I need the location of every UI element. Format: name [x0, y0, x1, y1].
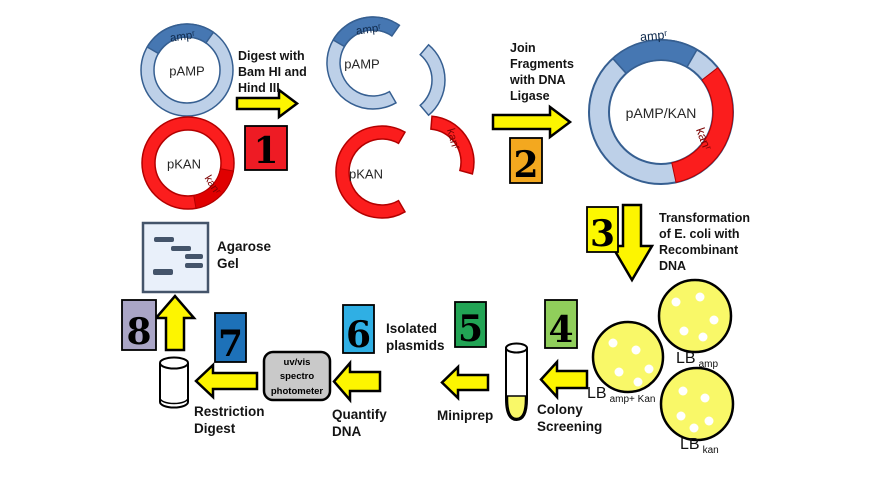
colony-screening-label: Colony Screening	[537, 402, 603, 435]
step8-number-box	[121, 299, 157, 351]
tube-liquid	[506, 395, 527, 420]
lb-amp-kan-plate	[591, 320, 665, 394]
pampkan-amp-segment	[611, 39, 699, 75]
pampkan-kan-segment	[671, 66, 734, 183]
lb-amp-sub: amp	[698, 359, 719, 370]
lb-amp-kan-main: LB	[587, 385, 607, 402]
pkan-cut-plasmid	[335, 115, 475, 219]
step5-number: 5	[458, 308, 483, 350]
kan-fragment	[430, 115, 475, 175]
step6-number: 6	[346, 314, 371, 356]
lb-amp-kan-sub: amp+ Kan	[609, 394, 656, 405]
isolated-plasmids-label: Isolated plasmids	[386, 321, 445, 354]
test-tube	[505, 342, 528, 422]
gel-bands	[153, 237, 203, 275]
quantify-arrow-icon	[332, 359, 382, 404]
spectrophotometer	[262, 350, 332, 402]
pampkan-plasmid	[588, 39, 734, 185]
step3-number: 3	[590, 213, 615, 255]
agarose-gel	[141, 221, 210, 294]
ligate-arrow-icon	[491, 104, 573, 140]
pkan-cut-ring	[335, 125, 407, 219]
step3-number-box	[586, 206, 619, 253]
step1-number: 1	[253, 130, 278, 172]
lb-amp-plate	[657, 278, 733, 354]
lb-kan-sub: kan	[702, 445, 719, 456]
ligate-label: Join Fragments with DNA Ligase	[510, 41, 574, 103]
step2-number-box	[509, 137, 543, 184]
transformation-arrow-icon	[609, 203, 655, 283]
quantify-dna-label: Quantify DNA	[332, 407, 387, 440]
lb-kan-plate	[659, 366, 735, 442]
colonies	[608, 292, 719, 433]
step8-number: 8	[126, 311, 151, 353]
miniprep-label: Miniprep	[437, 408, 494, 423]
colony-screening-arrow-icon	[539, 358, 589, 401]
lb-amp-main: LB	[676, 350, 696, 367]
pampkan-name: pAMP/KAN	[625, 105, 697, 121]
pkan-plasmid	[141, 116, 235, 210]
step4-number-box	[544, 299, 578, 349]
lb-kan-label: LB kan	[680, 436, 719, 456]
digest-arrow-icon	[235, 87, 300, 120]
gel-arrow-icon	[153, 294, 197, 352]
pkan-ring-hole	[154, 129, 222, 197]
pamp-cut-plasmid	[326, 16, 446, 117]
miniprep-arrow-icon	[440, 364, 490, 401]
step4-number: 4	[548, 309, 573, 351]
step5-number-box	[454, 301, 487, 348]
pamp-amp-segment	[146, 23, 215, 55]
agarose-gel-label: Agarose Gel	[217, 239, 272, 272]
step7-number: 7	[218, 323, 243, 365]
step1-number-box	[244, 125, 288, 171]
lb-amp-kan-label: LB amp+ Kan	[587, 385, 655, 405]
step7-number-box	[214, 312, 247, 363]
pamp-fragment	[419, 43, 446, 117]
step6-number-box	[342, 304, 375, 354]
spectrophotometer-label: uv/vis spectro photometer	[270, 357, 324, 397]
pkan-kan-segment	[193, 168, 234, 209]
restriction-arrow-icon	[194, 362, 259, 400]
pampkan-amp-gene-label: ampʳ	[639, 27, 668, 45]
lb-amp-label: LB amp	[676, 350, 718, 370]
pamp-cut-amp-segment	[332, 16, 401, 48]
pamp-plasmid	[140, 23, 234, 117]
step2-number: 2	[513, 144, 538, 186]
transformation-label: Transformation of E. coli with Recombina…	[659, 211, 750, 273]
lb-kan-main: LB	[680, 436, 700, 453]
restriction-digest-label: Restriction Digest	[194, 404, 265, 437]
pkan-name: pKAN	[167, 156, 201, 172]
pamp-cut-name: pAMP	[344, 56, 380, 72]
digest-vessel	[159, 356, 189, 409]
digest-label: Digest with Bam HI and Hind III	[238, 49, 307, 95]
pkan-cut-name: pKAN	[349, 166, 383, 182]
pamp-name: pAMP	[169, 63, 205, 79]
